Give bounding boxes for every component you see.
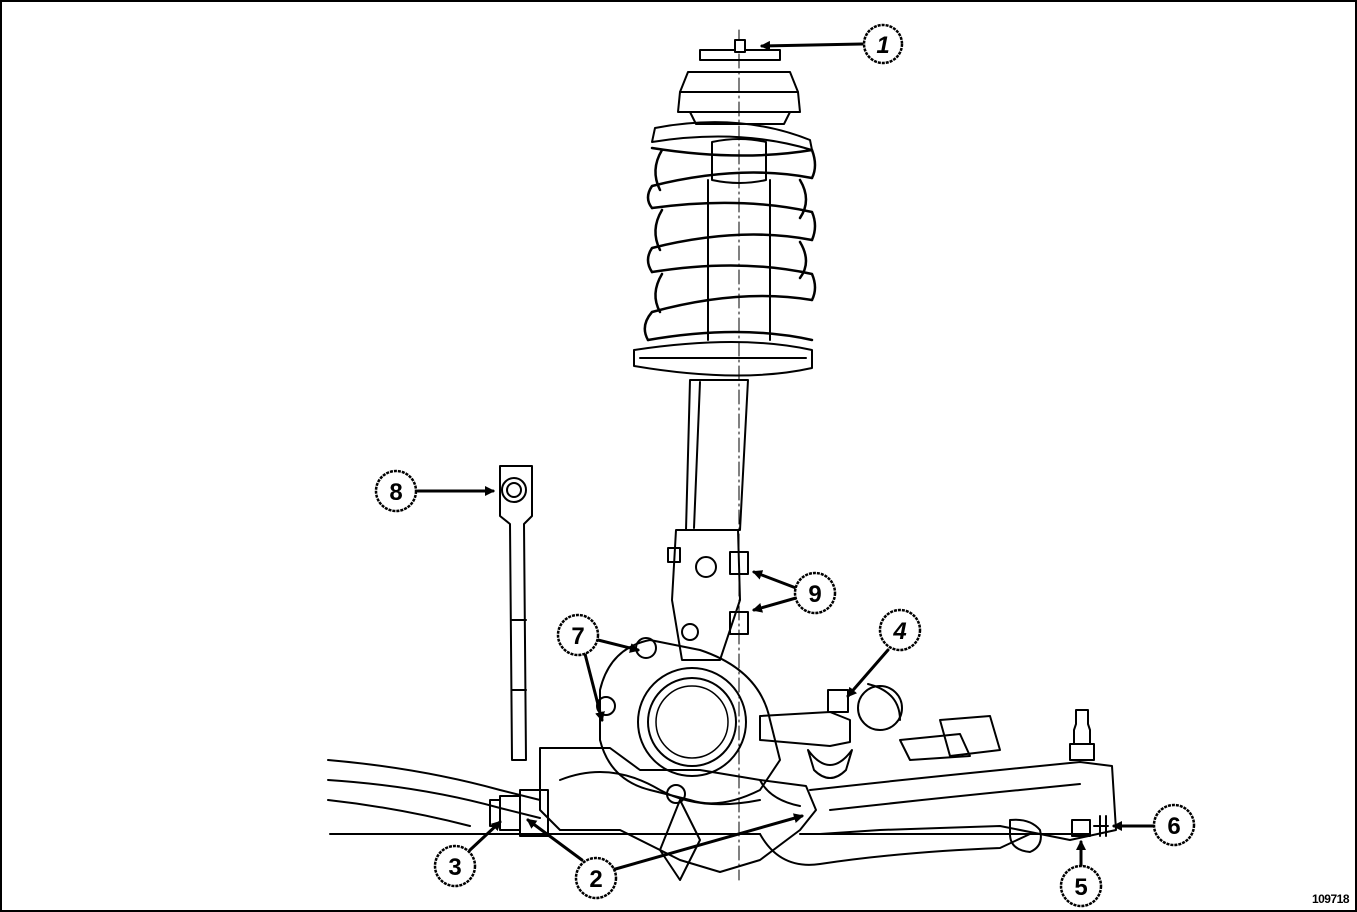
- tie-rod-end: [759, 683, 903, 779]
- callout-2-label: 2: [589, 866, 602, 893]
- callout-8-label: 8: [389, 479, 402, 506]
- callout-1-label: 1: [876, 32, 889, 59]
- callout-4-label: 4: [892, 618, 906, 645]
- callout-4: 4: [878, 608, 922, 652]
- leader-2b: [610, 813, 804, 872]
- leader-2a: [526, 818, 584, 862]
- damper-tube: [707, 179, 771, 341]
- leader-7b: [582, 648, 605, 722]
- anti-roll-bar-link: [499, 465, 533, 761]
- leader-4: [846, 648, 890, 698]
- callout-5: 5: [1059, 864, 1103, 908]
- leader-3: [468, 820, 502, 852]
- top-mount: [677, 39, 801, 125]
- callout-labels: 1 8 9 7 4 3 2 5: [374, 23, 1196, 908]
- figure-reference-number: 109718: [1311, 892, 1350, 906]
- anti-roll-bar: [327, 759, 549, 837]
- callout-6-label: 6: [1167, 813, 1180, 840]
- subframe: [329, 715, 1117, 866]
- callout-5-label: 5: [1074, 874, 1087, 901]
- callout-6: 6: [1152, 803, 1196, 847]
- callout-1: 1: [862, 23, 904, 65]
- strut-lower-tube: [685, 379, 749, 531]
- lower-spring-seat: [633, 341, 813, 377]
- callout-9-label: 9: [808, 581, 821, 608]
- callout-8: 8: [374, 469, 418, 513]
- rear-bush-bolt: [1069, 709, 1109, 837]
- leader-7a: [596, 638, 640, 653]
- callout-3-label: 3: [448, 854, 461, 881]
- leader-9a: [752, 570, 798, 590]
- callout-7: 7: [556, 613, 600, 657]
- leader-9b: [752, 596, 798, 613]
- strut-clamp: [667, 529, 749, 661]
- callout-3: 3: [433, 844, 477, 888]
- lower-arm: [539, 747, 817, 873]
- leader-1: [760, 40, 864, 51]
- callout-leaders: [416, 40, 1156, 872]
- callout-9: 9: [793, 571, 837, 615]
- callout-7-label: 7: [571, 623, 584, 650]
- callout-2: 2: [574, 856, 618, 900]
- coil-spring: [643, 146, 817, 342]
